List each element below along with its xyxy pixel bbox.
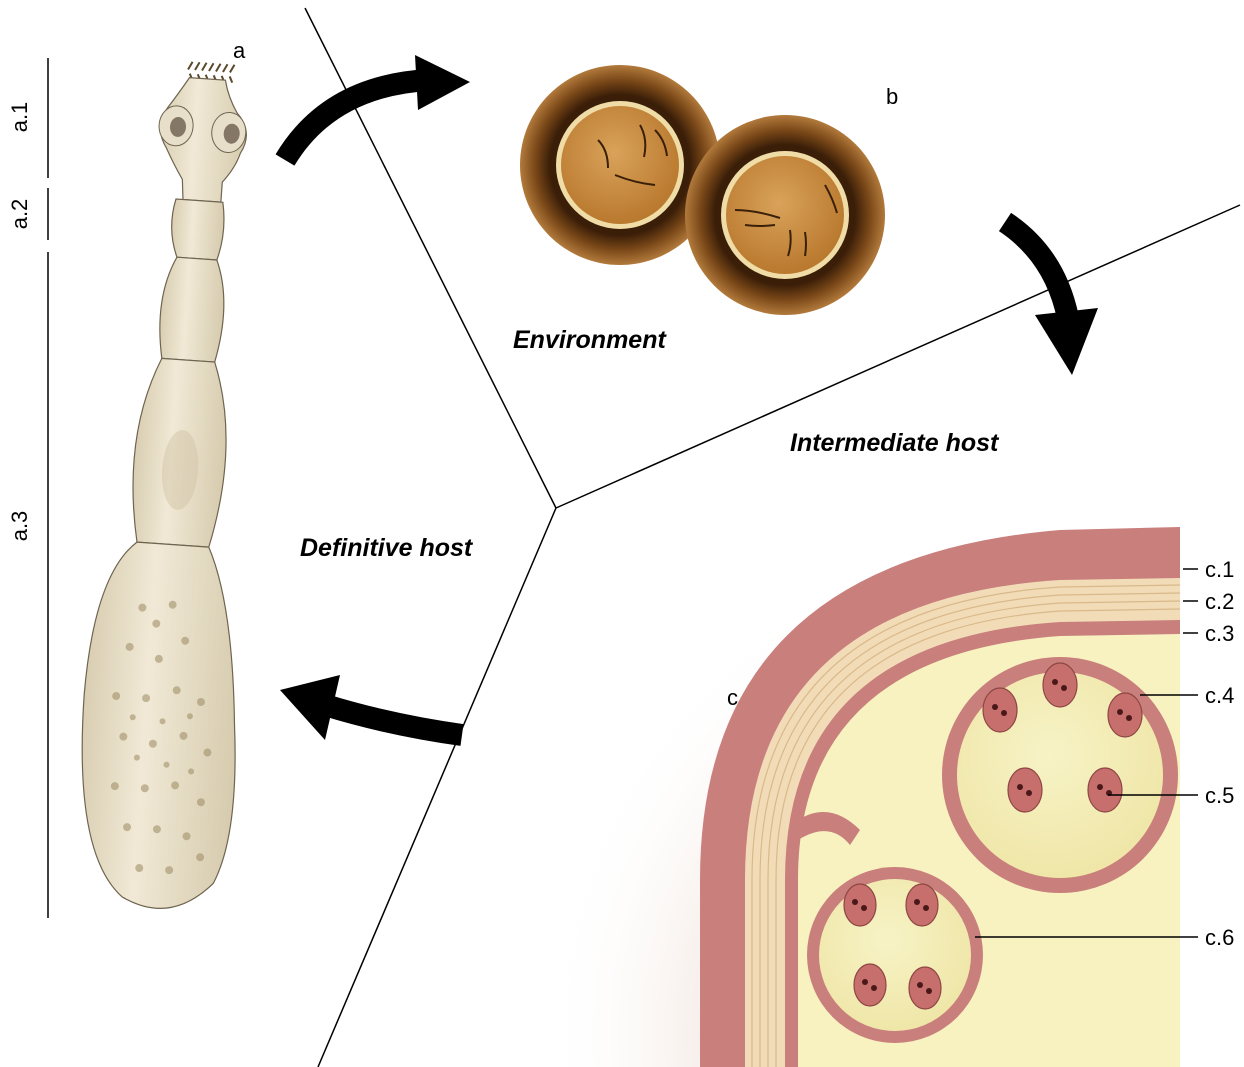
arrow-host-to-worm xyxy=(280,675,462,740)
panel-c-label: c xyxy=(727,687,738,709)
egg-right xyxy=(685,115,885,315)
label-a3: a.3 xyxy=(9,506,31,546)
panel-a-label: a xyxy=(233,40,245,62)
label-c1: c.1 xyxy=(1205,559,1234,581)
label-c6: c.6 xyxy=(1205,927,1234,949)
region-intermediate-host-label: Intermediate host xyxy=(790,431,998,456)
region-environment-label: Environment xyxy=(513,328,666,353)
label-a1: a.1 xyxy=(9,97,31,137)
label-c2: c.2 xyxy=(1205,591,1234,613)
arrow-environment-to-host xyxy=(1005,222,1098,375)
panel-b-label: b xyxy=(886,86,898,108)
label-c3: c.3 xyxy=(1205,623,1234,645)
arrow-worm-to-environment xyxy=(285,55,470,160)
region-definitive-host-label: Definitive host xyxy=(300,536,472,561)
label-c4: c.4 xyxy=(1205,685,1234,707)
adult-tapeworm xyxy=(70,57,285,913)
label-c5: c.5 xyxy=(1205,785,1234,807)
label-a2: a.2 xyxy=(9,194,31,234)
brood-capsule-lower xyxy=(807,867,983,1043)
